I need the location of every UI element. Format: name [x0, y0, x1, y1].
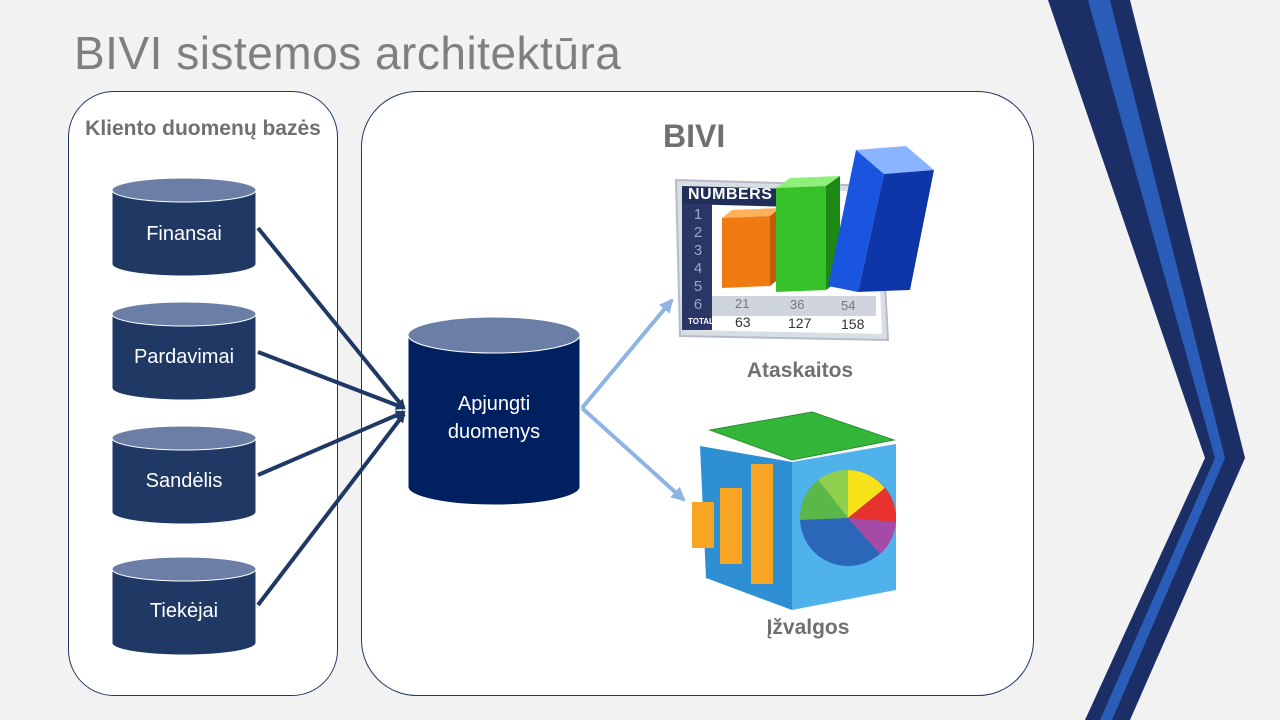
- reports-row6-a: 21: [735, 296, 750, 311]
- blue-bar: [828, 146, 934, 292]
- db-tiekejai: [111, 556, 257, 656]
- db-label-tiekejai: Tiekėjai: [149, 600, 219, 622]
- db-label-finansai: Finansai: [146, 223, 222, 245]
- reports-total-c: 158: [841, 316, 865, 332]
- arrow-finansai: [256, 226, 406, 410]
- reports-caption: Ataskaitos: [746, 359, 854, 382]
- db-merged: [407, 316, 581, 506]
- arrow-sandelis: [257, 410, 406, 477]
- reports-row6-b: 36: [790, 297, 805, 312]
- db-pardavimai: [111, 301, 257, 401]
- insights-caption: Įžvalgos: [766, 616, 850, 639]
- reports-row6-c: 54: [841, 298, 856, 313]
- client-panel-heading: Kliento duomenų bazės: [85, 117, 321, 140]
- orange-bar: [722, 208, 780, 288]
- arrow-tiekejai: [256, 412, 406, 607]
- db-sandelis: [111, 425, 257, 525]
- reports-chart-icon: [674, 146, 934, 342]
- arrow-to-insights: [580, 406, 686, 502]
- reports-total-label: TOTAL: [688, 317, 714, 326]
- reports-total-b: 127: [788, 315, 812, 331]
- reports-total-a: 63: [735, 314, 751, 330]
- insights-cube-icon: [692, 411, 897, 610]
- bivi-heading: BIVI: [663, 118, 726, 154]
- reports-image-header: NUMBERS: [688, 186, 773, 203]
- db-label-sandelis: Sandėlis: [145, 470, 223, 492]
- db-finansai: [111, 177, 257, 277]
- slide-title: BIVI sistemos architektūra: [74, 27, 622, 79]
- reports-image-row-numbers: 1 2 3 4 5 6: [693, 206, 703, 313]
- arrow-to-reports: [580, 298, 674, 410]
- db-label-pardavimai: Pardavimai: [133, 346, 235, 368]
- db-label-merged: Apjungti duomenys: [447, 393, 541, 443]
- arrow-pardavimai: [257, 350, 406, 410]
